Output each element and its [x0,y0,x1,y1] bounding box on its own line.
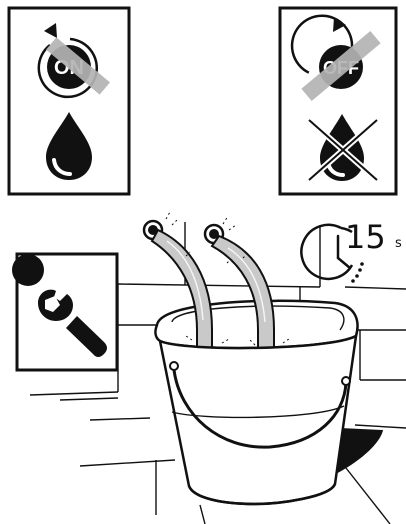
panel-left-water-on: ON [9,8,129,194]
panel-right-water-off: OFF [280,5,396,194]
timer-unit: s [395,236,402,251]
panel-badge [12,254,44,286]
wrench-panel [12,254,117,370]
bucket-body [160,336,356,504]
stopwatch-icon: 15 s [301,218,402,283]
timer-value: 15 [345,218,386,256]
